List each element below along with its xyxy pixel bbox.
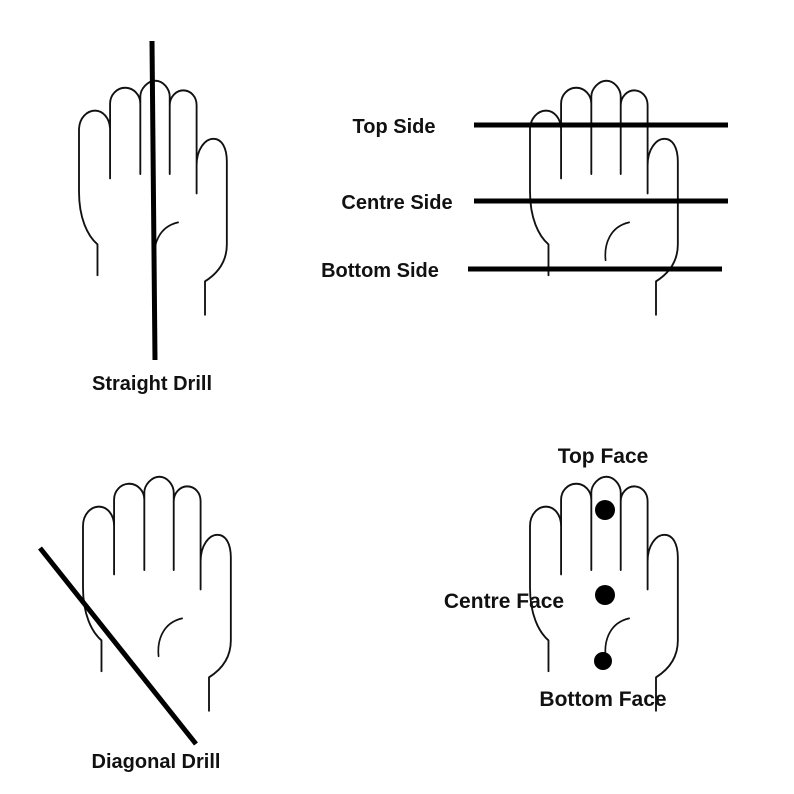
diagonal-drill-label: Diagonal Drill <box>92 751 221 773</box>
straight-drill-panel: Straight Drill <box>78 40 228 395</box>
bottom-face-label: Bottom Face <box>539 688 666 711</box>
centre-side-label: Centre Side <box>341 192 452 214</box>
hand-icon <box>82 475 232 712</box>
faces-panel: Top Face Centre Face Bottom Face <box>444 445 679 712</box>
top-side-label: Top Side <box>353 116 436 138</box>
straight-drill-line <box>149 40 158 361</box>
hand-icon <box>529 79 679 316</box>
top-face-dot <box>595 500 615 520</box>
straight-drill-label: Straight Drill <box>92 373 212 395</box>
diagonal-drill-line <box>38 546 198 746</box>
centre-face-label: Centre Face <box>444 590 564 613</box>
sides-panel: Top Side Centre Side Bottom Side <box>321 79 728 316</box>
bottom-side-label: Bottom Side <box>321 260 439 282</box>
bottom-face-dot <box>594 652 612 670</box>
centre-face-dot <box>595 585 615 605</box>
diagonal-drill-panel: Diagonal Drill <box>38 475 232 773</box>
top-face-label: Top Face <box>558 445 649 468</box>
